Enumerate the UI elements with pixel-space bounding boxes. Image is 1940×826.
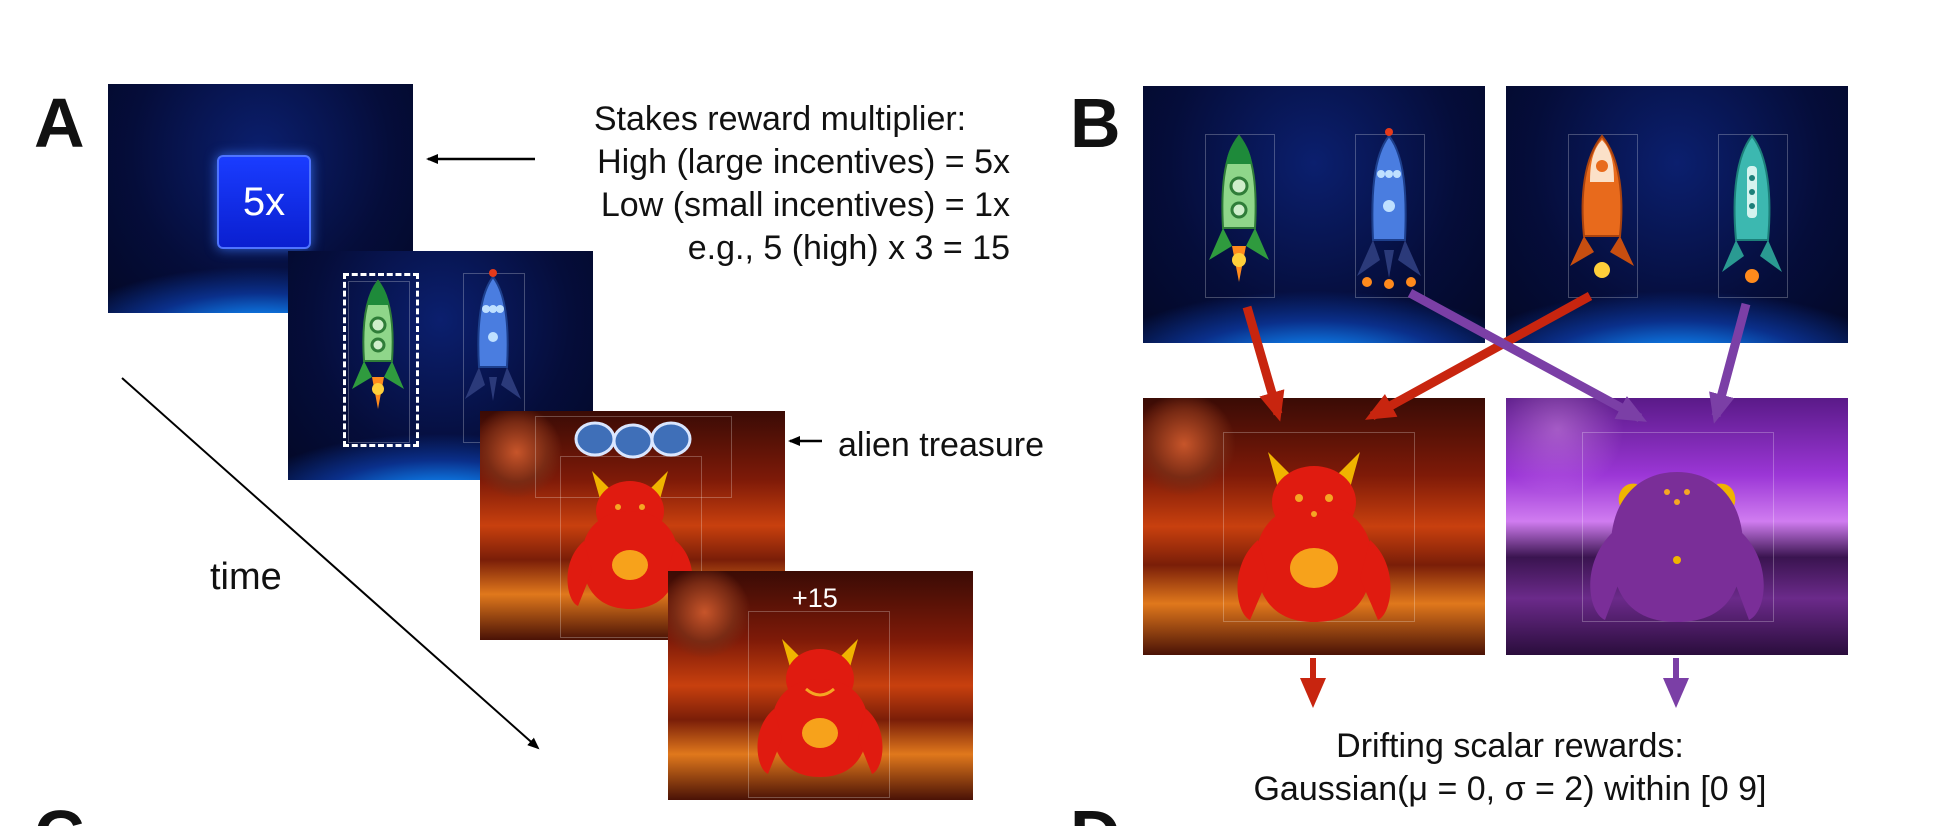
rocket-icon <box>465 269 521 401</box>
selection-frame <box>343 273 419 447</box>
reward-alien-art <box>757 639 883 777</box>
rewards-caption-line1: Drifting scalar rewards: <box>1336 727 1684 765</box>
rocket-icon <box>1570 134 1634 278</box>
red-planet-scene <box>1143 398 1485 655</box>
rocket-choice-art <box>352 269 521 409</box>
multiplier-badge: 5x <box>217 155 311 249</box>
time-label: time <box>210 556 282 598</box>
stakes-caption-line2: High (large incentives) = 5x <box>597 143 1010 181</box>
treasure-label: alien treasure <box>838 426 1045 464</box>
rocket-icon <box>1357 128 1421 289</box>
panel-letter-c: C <box>34 800 85 826</box>
rocket-pair-right <box>1506 86 1848 343</box>
rocket-pair-right-art <box>1570 134 1782 283</box>
reward-scene: +15 <box>668 571 973 800</box>
rewards-caption-line2: Gaussian(μ = 0, σ = 2) within [0 9] <box>1253 770 1767 808</box>
rocket-icon <box>1722 134 1782 283</box>
panel-letter-b: B <box>1070 84 1121 162</box>
reward-value: +15 <box>792 583 838 613</box>
rewards-caption: Drifting scalar rewards: Gaussian(μ = 0,… <box>1175 725 1845 811</box>
stakes-caption: Stakes reward multiplier: High (large in… <box>540 98 1010 270</box>
stakes-caption-line1: Stakes reward multiplier: <box>593 100 967 138</box>
stakes-caption-line4: e.g., 5 (high) x 3 = 15 <box>687 229 1010 267</box>
arrow-icon <box>1364 292 1593 420</box>
treasure-art <box>567 421 693 609</box>
arrow-icon <box>1709 302 1751 424</box>
purple-planet-scene <box>1506 398 1848 655</box>
red-alien-art <box>1237 452 1391 622</box>
purple-alien-art <box>1590 472 1764 622</box>
panel-letter-d: D <box>1070 800 1121 826</box>
arrow-icon <box>1407 289 1648 422</box>
rocket-icon <box>1209 134 1269 282</box>
time-arrow <box>121 377 540 750</box>
alien-icon <box>1237 452 1391 622</box>
alien-icon <box>757 639 883 777</box>
panel-letter-a: A <box>34 84 85 162</box>
stakes-caption-line3: Low (small incentives) = 1x <box>600 186 1010 224</box>
rocket-pair-left-art <box>1209 128 1421 289</box>
alien-icon <box>567 471 693 609</box>
rocket-icon <box>352 279 404 409</box>
treasure-gem-icon <box>574 421 692 459</box>
arrow-icon <box>1242 305 1285 422</box>
alien-icon <box>1590 472 1764 622</box>
